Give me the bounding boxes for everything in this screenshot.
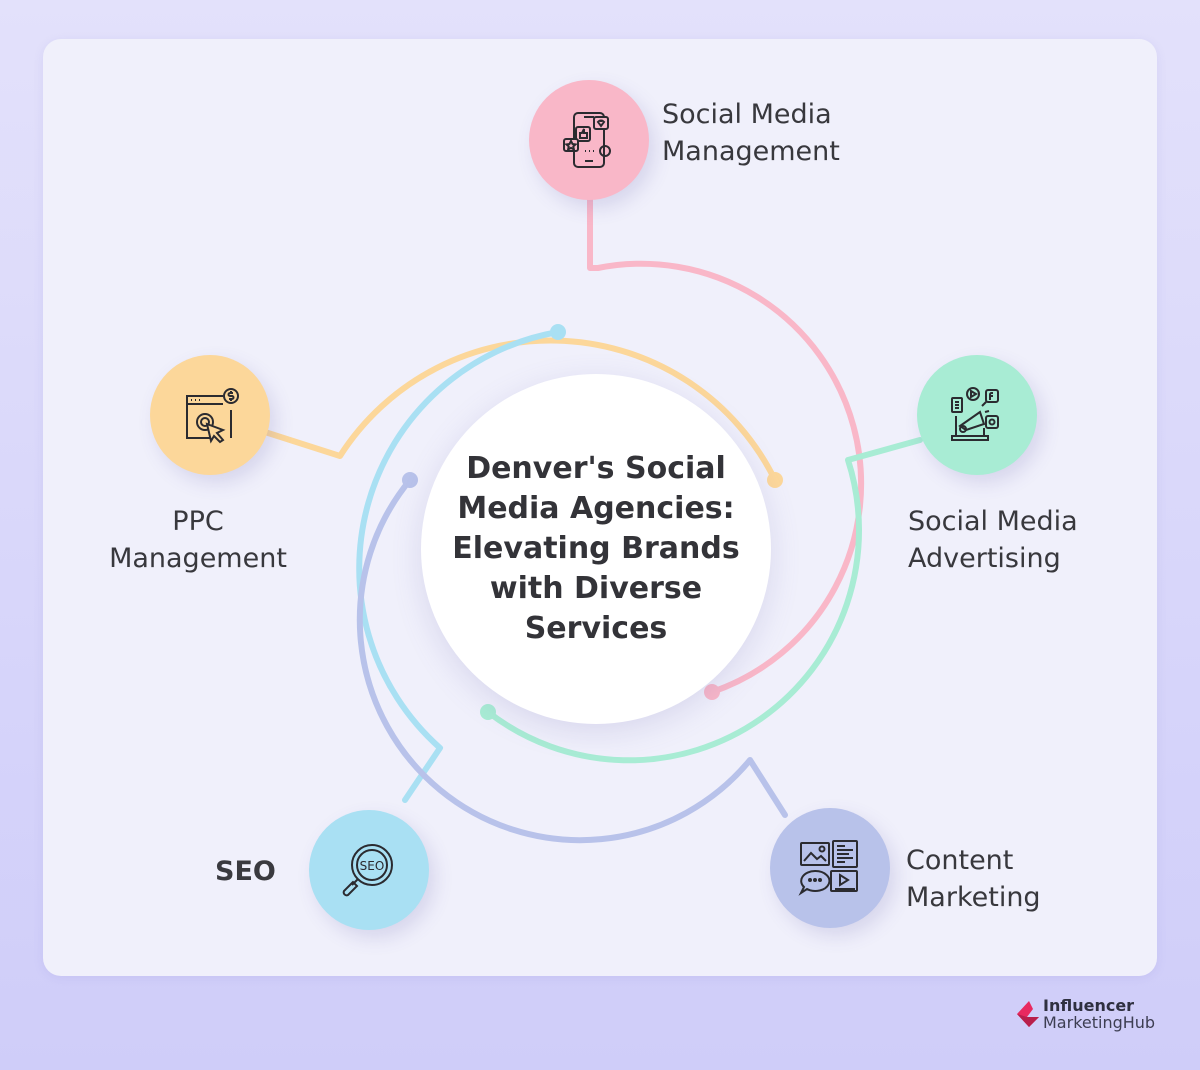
label-line2: Advertising (908, 543, 1061, 574)
label-line1: Content (906, 845, 1014, 876)
node-seo: SEO (309, 810, 429, 930)
mint-endpoint (480, 704, 496, 720)
label-line1: SEO (215, 856, 276, 887)
mint-connector (485, 437, 923, 764)
smartphone-social-icon (563, 112, 611, 168)
brand-line1: Influencer (1043, 996, 1135, 1015)
browser-click-dollar-icon (186, 388, 239, 444)
label-line1: Social Media (662, 99, 832, 130)
content-grid-icon (798, 840, 858, 896)
node-social-media-management (529, 80, 649, 200)
brand-line2: MarketingHub (1043, 1013, 1156, 1032)
label-social-media-management: Social Media Management (662, 96, 840, 170)
pink-connector (587, 187, 865, 695)
megaphone-laptop-icon (951, 387, 999, 441)
yellow-connector (262, 337, 778, 483)
label-line1: Social Media (908, 506, 1078, 537)
label-ppc-management: PPC Management (100, 503, 296, 577)
yellow-endpoint (767, 472, 783, 488)
label-line1: PPC (172, 506, 224, 537)
influencer-marketinghub-logo-icon (1017, 1001, 1039, 1027)
blue-connector (356, 329, 561, 803)
node-social-media-advertising (917, 355, 1037, 475)
label-line2: Marketing (906, 882, 1041, 913)
lavender-connector (356, 477, 788, 844)
pink-endpoint (704, 684, 720, 700)
label-line2: Management (109, 543, 287, 574)
blue-endpoint (550, 324, 566, 340)
center-title: Denver's Social Media Agencies: Elevatin… (452, 451, 740, 646)
label-seo: SEO (215, 853, 276, 890)
label-content-marketing: Content Marketing (906, 842, 1041, 916)
magnifier-seo-icon: SEO (342, 844, 393, 897)
center-circle: Denver's Social Media Agencies: Elevatin… (421, 374, 771, 724)
node-content-marketing (770, 808, 890, 928)
brand-logo: Influencer MarketingHub (1017, 997, 1155, 1031)
label-line2: Management (662, 136, 840, 167)
node-ppc-management (150, 355, 270, 475)
lavender-endpoint (402, 472, 418, 488)
label-social-media-advertising: Social Media Advertising (908, 503, 1078, 577)
svg-text:SEO: SEO (360, 859, 385, 873)
